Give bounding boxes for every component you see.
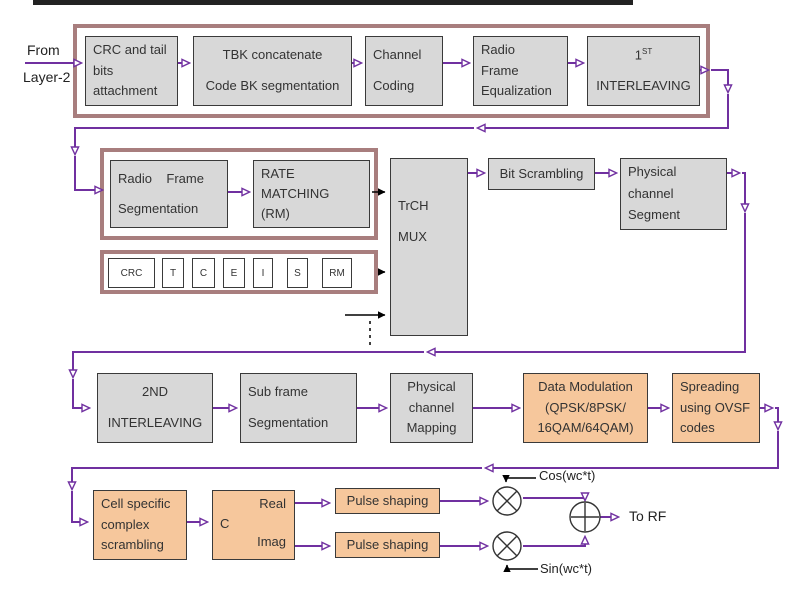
real-branch-label: Real xyxy=(259,496,286,511)
chain-cell-crc: CRC xyxy=(108,258,155,288)
box-line: Code BK segmentation xyxy=(205,78,340,94)
box-line: MUX xyxy=(398,228,427,244)
box-line: Data Modulation xyxy=(538,379,633,395)
box-line: using OVSF xyxy=(680,399,751,415)
box-line: scrambling xyxy=(101,537,164,553)
complex-c-label: C xyxy=(220,516,230,531)
crc-attachment-box: CRC and tail bits attachment xyxy=(85,36,178,106)
cell-scrambling-box: Cell specific complex scrambling xyxy=(93,490,187,560)
box-line: channel xyxy=(628,185,674,201)
ordinal-suffix: ST xyxy=(642,47,653,57)
rate-matching-box: RATE MATCHING (RM) xyxy=(253,160,370,228)
box-line: Sub frame xyxy=(248,384,308,400)
box-line: 2ND xyxy=(141,384,168,400)
channel-coding-box: Channel Coding xyxy=(365,36,443,106)
first-interleaving-box: 1ST INTERLEAVING xyxy=(587,36,700,106)
box-line: Pulse shaping xyxy=(346,536,429,552)
chain-cell-t: T xyxy=(162,258,184,288)
subframe-segmentation-box: Sub frame Segmentation xyxy=(240,373,357,443)
box-line: INTERLEAVING xyxy=(596,78,691,94)
box-line: Spreading xyxy=(680,379,740,395)
box-line: Equalization xyxy=(481,83,552,99)
chain-strip-container xyxy=(100,250,378,294)
to-rf-label: To RF xyxy=(629,508,667,524)
pulse-shaping-top-box: Pulse shaping xyxy=(335,488,440,514)
box-line: 16QAM/64QAM) xyxy=(537,420,634,436)
box-line: 1ST xyxy=(595,47,692,63)
imag-branch-label: Imag xyxy=(257,534,286,550)
box-line: (RM) xyxy=(261,205,290,221)
tbk-concatenate-box: TBK concatenate Code BK segmentation xyxy=(193,36,352,106)
box-line: Frame xyxy=(481,62,519,78)
box-line: channel xyxy=(408,399,455,415)
chain-cell-e: E xyxy=(223,258,245,288)
box-line: INTERLEAVING xyxy=(107,415,203,431)
chain-cell-c: C xyxy=(192,258,215,288)
box-line: Segmentation xyxy=(118,200,199,216)
chain-cell-s: S xyxy=(287,258,308,288)
box-line: Segmentation xyxy=(248,415,329,431)
mixer-symbols xyxy=(492,486,601,561)
box-line: attachment xyxy=(93,83,158,99)
spreading-ovsf-box: Spreading using OVSF codes xyxy=(672,373,760,443)
physical-channel-segment-box: Physical channel Segment xyxy=(620,158,727,230)
trch-mux-box: TrCH MUX xyxy=(390,158,468,336)
chain-cell-i: I xyxy=(253,258,273,288)
box-line: Mapping xyxy=(406,420,457,436)
box-line: Bit Scrambling xyxy=(499,165,584,181)
from-layer2-label-top: From xyxy=(27,42,60,58)
box-line: Radio xyxy=(481,42,515,58)
box-line: bits xyxy=(93,62,114,78)
box-line: Radio Frame xyxy=(118,170,204,186)
sin-carrier-label: Sin(wc*t) xyxy=(540,561,593,576)
bit-scrambling-box: Bit Scrambling xyxy=(488,158,595,190)
data-modulation-box: Data Modulation (QPSK/8PSK/ 16QAM/64QAM) xyxy=(523,373,648,443)
box-line: Coding xyxy=(373,78,415,94)
physical-channel-mapping-box: Physical channel Mapping xyxy=(390,373,473,443)
box-line: codes xyxy=(680,420,715,436)
from-layer2-label-bottom: Layer-2 xyxy=(23,69,71,85)
box-line: Pulse shaping xyxy=(346,492,429,508)
box-line: TBK concatenate xyxy=(222,47,323,63)
box-line: Physical xyxy=(628,164,677,180)
second-interleaving-box: 2ND INTERLEAVING xyxy=(97,373,213,443)
box-line: Cell specific xyxy=(101,496,171,512)
box-line: Channel xyxy=(373,47,422,63)
cos-carrier-label: Cos(wc*t) xyxy=(539,468,596,483)
box-line: Physical xyxy=(407,379,456,395)
radio-frame-segmentation-box: Radio Frame Segmentation xyxy=(110,160,228,228)
radio-frame-equalization-box: Radio Frame Equalization xyxy=(473,36,568,106)
black-connectors xyxy=(345,188,538,572)
box-line: RATE xyxy=(261,165,295,181)
box-line: CRC and tail xyxy=(93,42,167,58)
top-divider-bar xyxy=(33,0,633,5)
box-line: Segment xyxy=(628,207,681,223)
box-line: (QPSK/8PSK/ xyxy=(545,399,626,415)
complex-split-box: C Real Imag xyxy=(212,490,295,560)
box-line: MATCHING xyxy=(261,185,330,201)
purple-connectors xyxy=(25,63,778,546)
box-line: TrCH xyxy=(398,198,429,213)
chain-cell-rm: RM xyxy=(322,258,352,288)
ordinal-number: 1 xyxy=(634,47,642,63)
pulse-shaping-bottom-box: Pulse shaping xyxy=(335,532,440,558)
box-line: complex xyxy=(101,516,150,532)
